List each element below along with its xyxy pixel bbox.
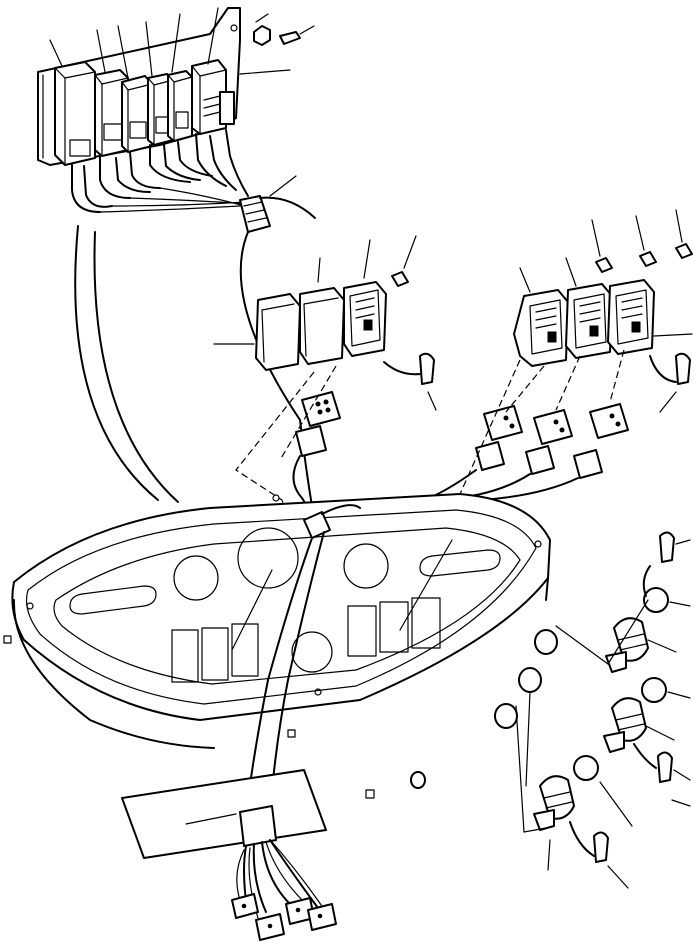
relay: [121, 75, 153, 153]
rocker-switch: [565, 283, 613, 359]
switch-bulb: [595, 243, 693, 413]
right-switch-leaders: [519, 209, 693, 337]
switch-opening: [171, 597, 441, 683]
push-button-guides: [515, 599, 649, 833]
push-button-switch: [605, 617, 649, 673]
relay-leader-lines: [49, 7, 291, 79]
harness-breakout: [236, 805, 327, 919]
left-switch-leaders: [213, 235, 417, 345]
slot-opening: [69, 549, 501, 615]
rocker-switch: [255, 293, 301, 371]
push-button-switch: [603, 697, 647, 753]
switch-connector: [292, 391, 341, 521]
instrument-panel: [11, 493, 551, 749]
wiring-harness: [239, 175, 316, 233]
rocker-switch: [343, 281, 387, 357]
small-fastener: [3, 635, 426, 799]
gauge-opening: [173, 527, 389, 673]
switch-bulb: [383, 271, 437, 411]
connector-dashed-guides: [235, 365, 337, 551]
relay: [191, 59, 235, 135]
wiring-harness: [245, 504, 361, 813]
cover-plate: [121, 769, 327, 859]
panel-leaders: [231, 539, 453, 651]
mounting-screw: [253, 13, 315, 46]
relay: [167, 70, 193, 142]
push-button-leaders: [547, 539, 691, 889]
push-button-switch: [533, 775, 575, 831]
rocker-switch: [607, 279, 655, 355]
rocker-switch: [299, 287, 345, 365]
relay: [54, 61, 96, 166]
switch-connector: [311, 403, 629, 510]
indicator-bulb: [569, 531, 675, 863]
relay-pigtails: [71, 129, 253, 213]
harness-run: [74, 225, 313, 507]
harness-connector: [231, 893, 337, 941]
rocker-switch: [513, 289, 569, 367]
button-cap: [494, 587, 669, 781]
